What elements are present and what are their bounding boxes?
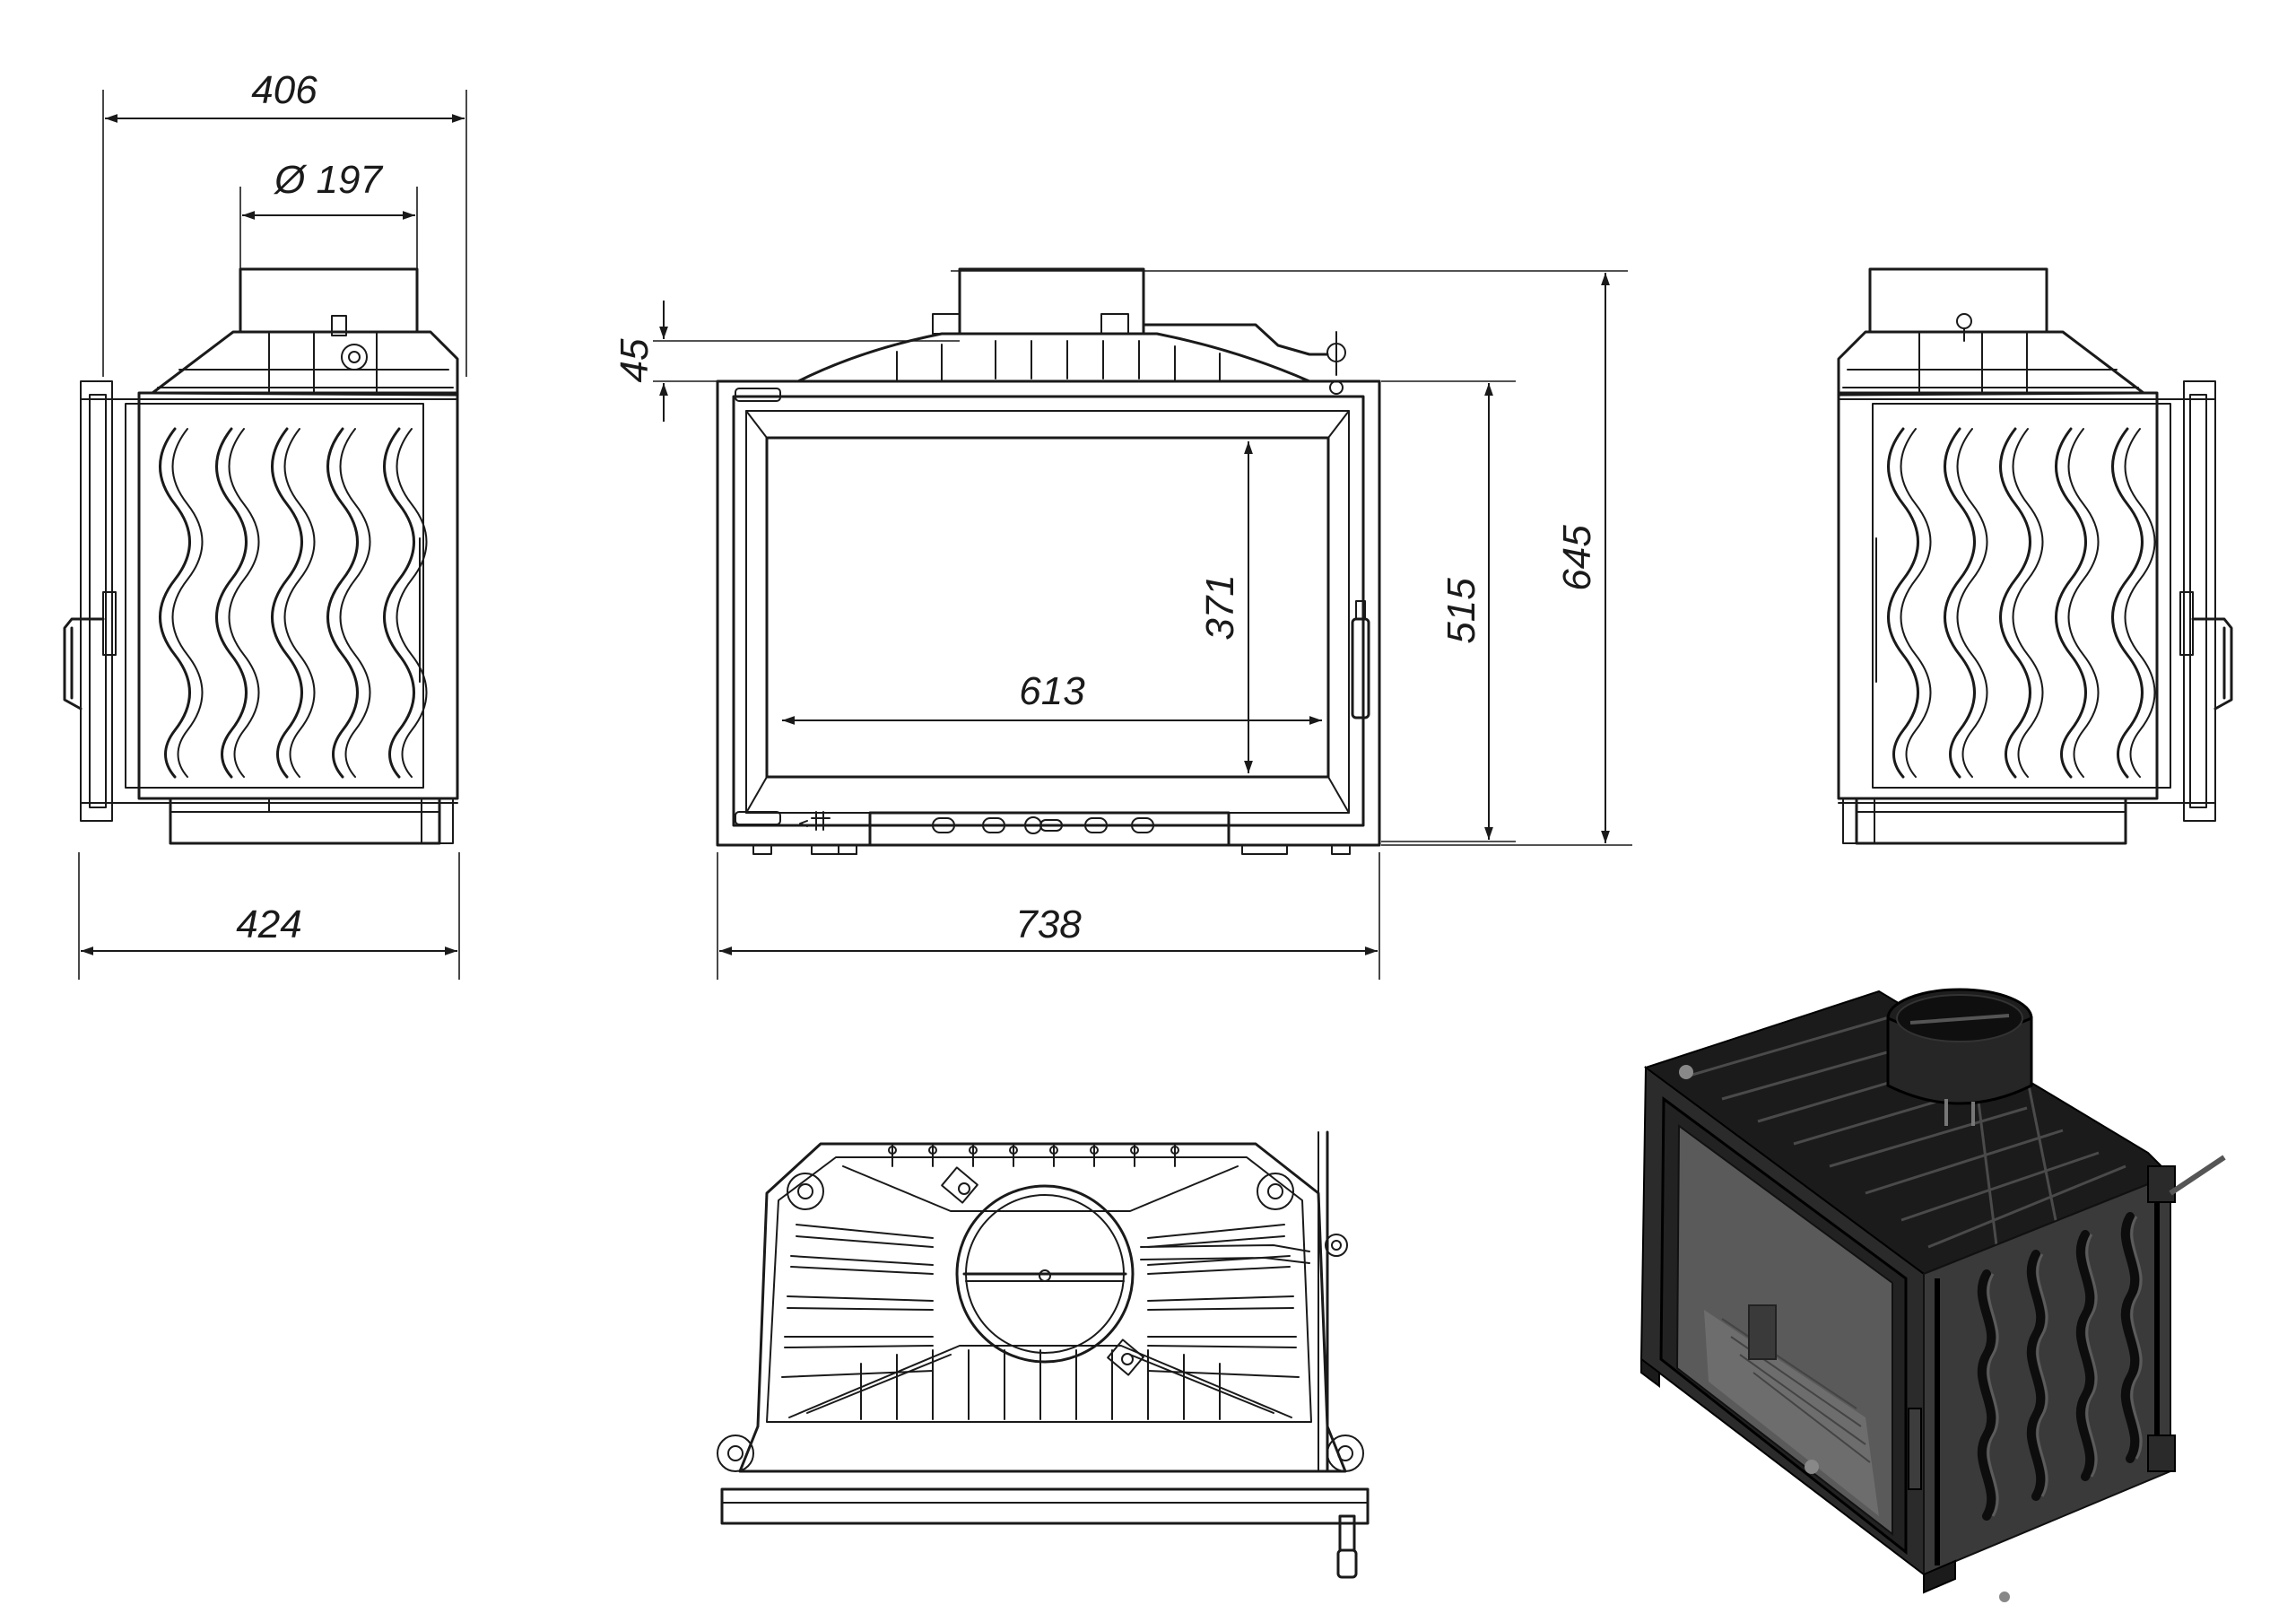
dim-glass-height: 371: [1198, 441, 1253, 773]
front-view: [653, 267, 1632, 980]
dim-total-height-label: 645: [1555, 525, 1599, 591]
dim-glass-width-label: 613: [1019, 669, 1085, 713]
dim-flue-diameter: Ø 197: [242, 158, 415, 220]
dim-flue-height-label: 45: [613, 338, 657, 382]
isometric-render: [1639, 988, 2226, 1602]
dim-top-width: 406: [105, 68, 465, 123]
dim-door-height-label: 515: [1439, 578, 1483, 644]
dim-front-width-label: 738: [1015, 903, 1082, 946]
dim-top-width-label: 406: [251, 68, 317, 112]
dim-glass-height-label: 371: [1198, 574, 1242, 640]
dim-front-width: 738: [719, 903, 1378, 955]
dim-flue-height: 45: [613, 301, 668, 422]
dim-side-depth: 424: [81, 903, 457, 955]
dim-flue-diameter-label: Ø 197: [273, 158, 383, 202]
dim-door-height: 515: [1439, 383, 1493, 840]
top-view: [717, 1130, 1370, 1579]
dim-side-depth-label: 424: [236, 903, 301, 946]
left-side-view: [63, 90, 467, 980]
dim-total-height: 645: [1555, 273, 1610, 843]
right-side-view: [1837, 267, 2233, 845]
dim-glass-width: 613: [782, 669, 1322, 725]
